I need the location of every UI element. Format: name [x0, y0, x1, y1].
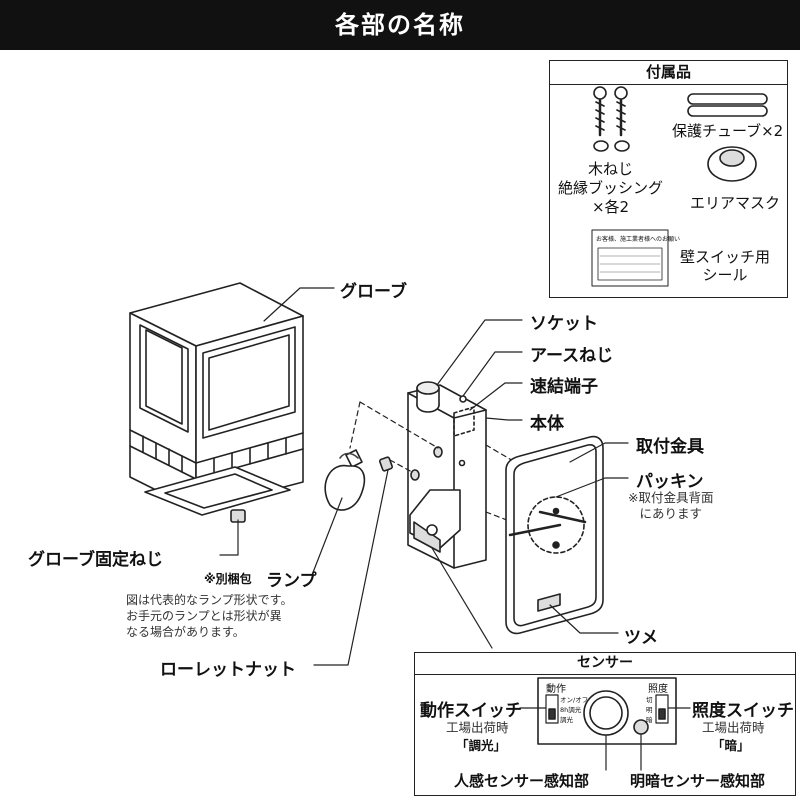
page-title: 各部の名称	[335, 11, 465, 39]
area-mask-label: エリアマスク	[690, 194, 781, 212]
accessories-title: 付属品	[549, 60, 788, 85]
brightness-switch-label: 照度スイッチ	[692, 701, 794, 721]
sensor-box	[414, 652, 796, 796]
panel-op-opt2: 8h調光	[560, 706, 582, 714]
claw-label: ツメ	[624, 628, 658, 648]
lamp-drawing	[324, 449, 366, 511]
bracket-drawing	[505, 435, 604, 635]
seal-label: 壁スイッチ用 シール	[680, 248, 771, 284]
brightness-default-value: 「暗」	[712, 738, 750, 753]
sensor-title: センサー	[414, 652, 796, 675]
globe-drawing	[129, 282, 304, 523]
leader-lines	[219, 287, 629, 666]
panel-op-opt3: 調光	[560, 716, 573, 724]
seal-card-text: お客様、施工業者様へのお願い	[596, 236, 681, 243]
globe-screw-label: グローブ固定ねじ	[28, 550, 163, 570]
panel-br-opt2: 明	[646, 706, 653, 714]
panel-brightness-label: 照度	[648, 684, 668, 695]
packing-label: パッキン	[636, 472, 704, 492]
lamp-note: 図は代表的なランプ形状です。 お手元のランプとは形状が異 なる場合があります。	[126, 593, 293, 639]
tubes-label: 保護チューブ×2	[672, 122, 784, 140]
operation-default-value: 「調光」	[456, 738, 507, 753]
operation-default-label: 工場出荷時	[446, 720, 509, 735]
socket-label: ソケット	[530, 314, 598, 334]
body-drawing	[407, 381, 487, 569]
lamp-label: ランプ	[266, 571, 317, 591]
body-label: 本体	[530, 414, 564, 434]
earth-screw-label: アースねじ	[530, 346, 614, 366]
accessories-drawings	[591, 86, 768, 287]
bracket-label: 取付金具	[636, 437, 704, 457]
header-bar	[0, 0, 800, 50]
accessories-box	[549, 60, 788, 298]
brightness-default-label: 工場出荷時	[702, 720, 765, 735]
light-sensor-label: 明暗センサー感知部	[630, 772, 766, 790]
knurled-nut-drawing	[379, 456, 393, 472]
motion-sensor-label: 人感センサー感知部	[454, 772, 590, 790]
panel-op-opt1: オン/オフ	[560, 696, 589, 704]
packing-note: ※取付金具背面 にあります	[628, 490, 714, 521]
knurled-nut-label: ローレットナット	[160, 660, 296, 680]
panel-br-opt1: 切	[646, 696, 653, 704]
lamp-prefix: ※別梱包	[204, 572, 252, 586]
panel-br-opt3: 暗	[646, 716, 653, 724]
panel-operation-label: 動作	[546, 684, 566, 695]
screws-label: 木ねじ 絶縁ブッシング ×各2	[558, 160, 664, 216]
globe-label: グローブ	[340, 282, 407, 302]
sensor-panel-drawing	[519, 677, 691, 771]
terminal-label: 速結端子	[530, 377, 598, 397]
operation-switch-label: 動作スイッチ	[420, 701, 522, 721]
